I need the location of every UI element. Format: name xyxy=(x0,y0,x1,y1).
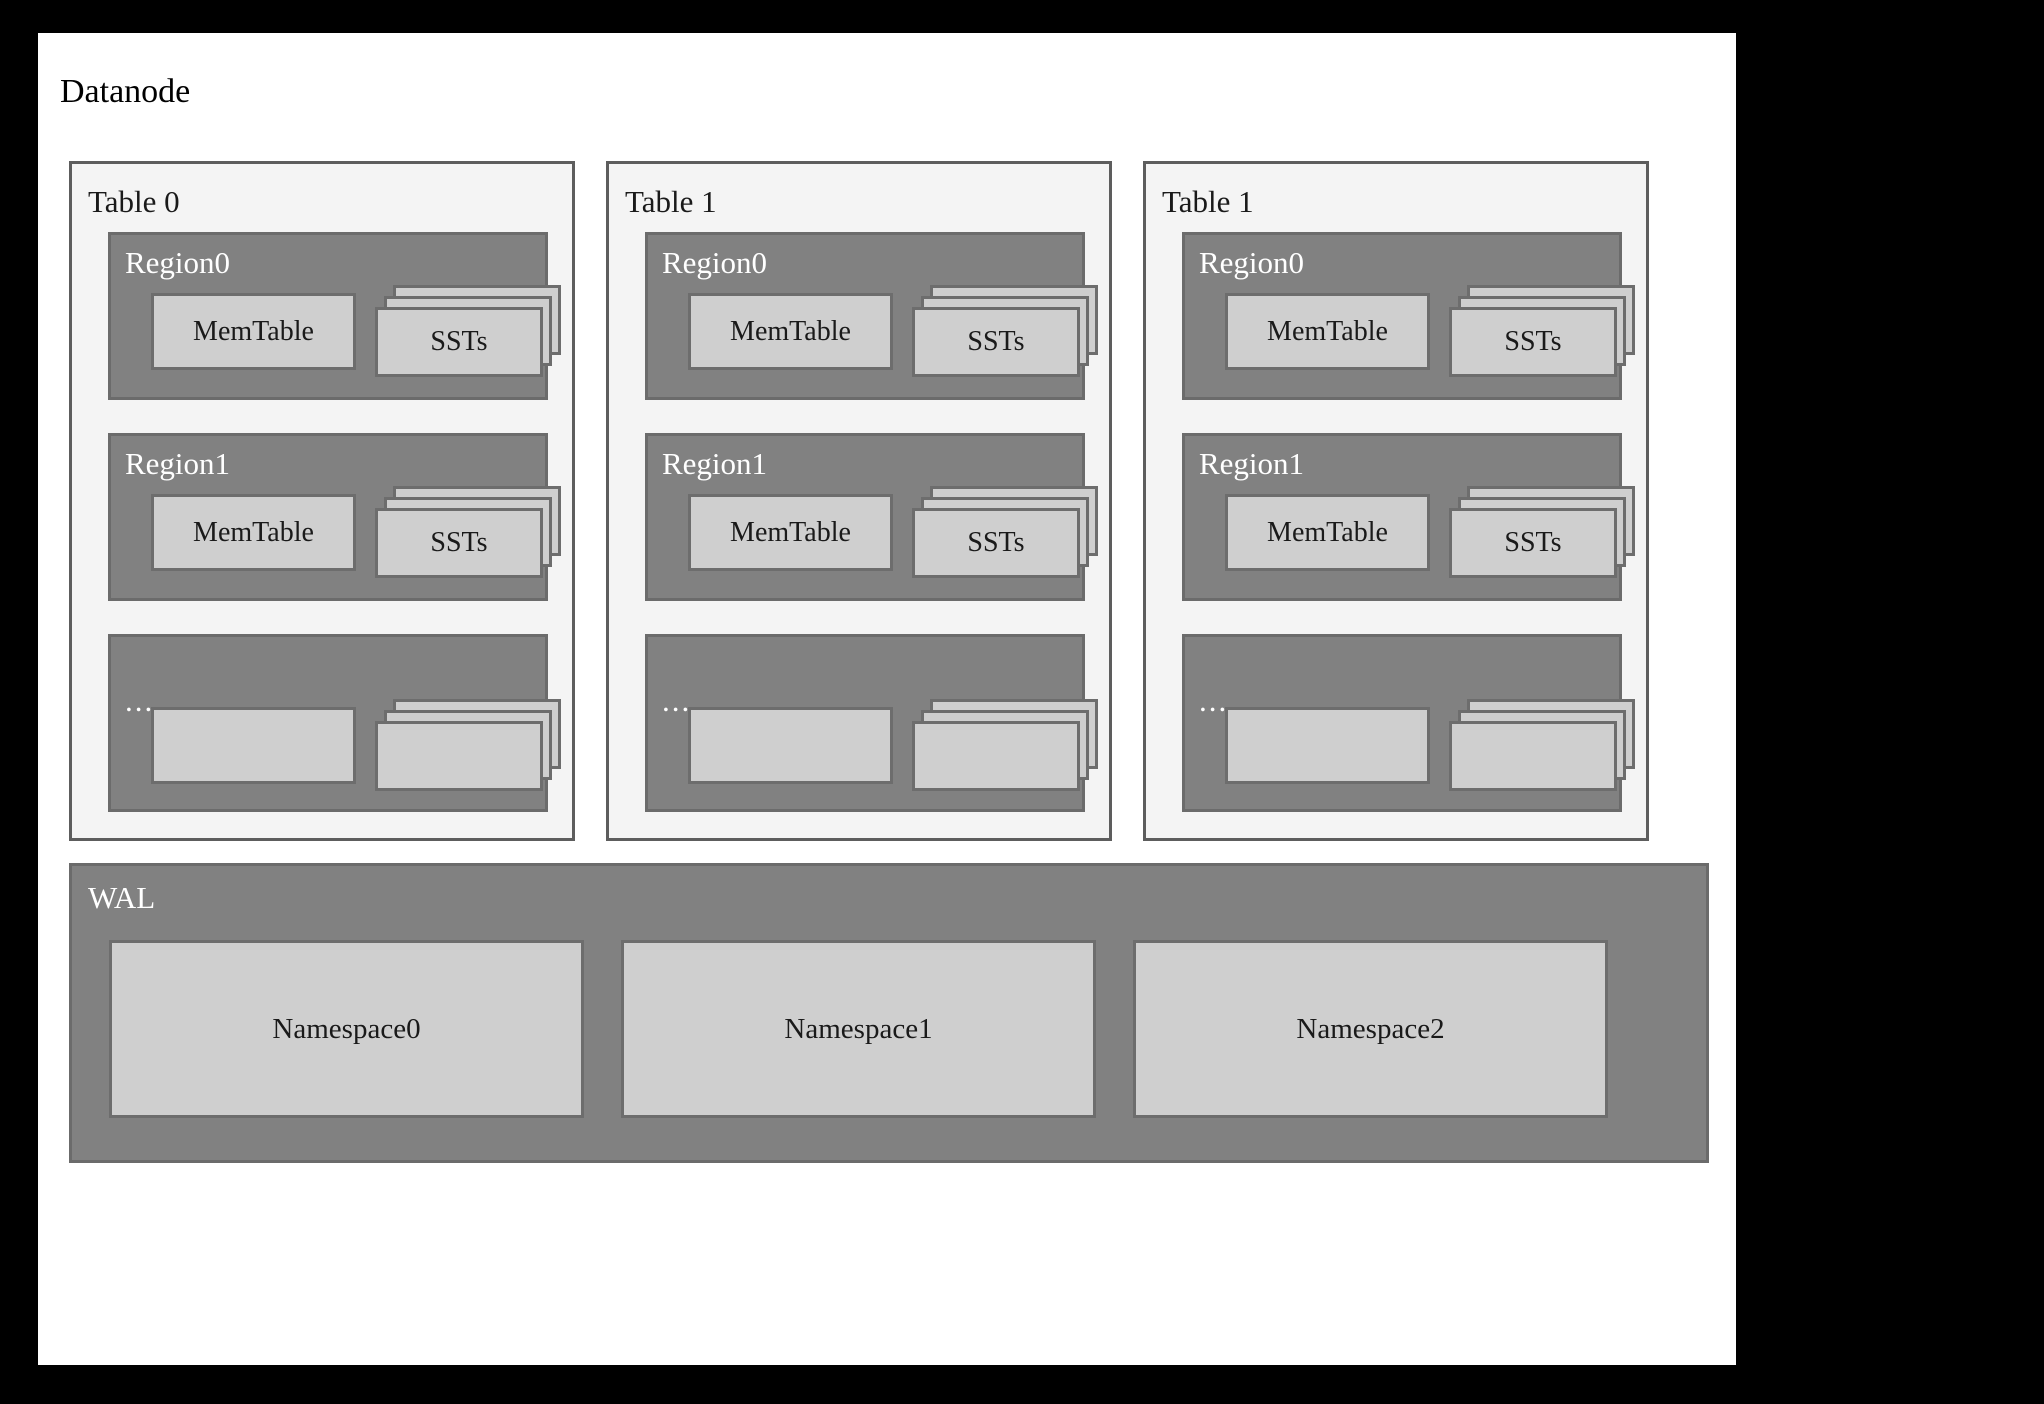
sst-layer-front: SSTs xyxy=(912,307,1080,377)
region-box[interactable]: Region1 MemTable SSTs xyxy=(1182,433,1635,601)
sst-stack[interactable]: SSTs xyxy=(375,285,565,377)
memtable-box-empty[interactable] xyxy=(1225,707,1430,784)
region-box-more[interactable]: ... xyxy=(645,634,1098,812)
sst-stack[interactable]: SSTs xyxy=(912,486,1102,578)
sst-layer-front: SSTs xyxy=(1449,307,1617,377)
region-label: Region1 xyxy=(1199,446,1305,481)
table-panel-0[interactable]: Table 0 Region0 MemTable SSTs Region1 Me… xyxy=(69,161,575,841)
sst-layer-front: SSTs xyxy=(912,508,1080,578)
memtable-box-empty[interactable] xyxy=(688,707,893,784)
sst-stack[interactable]: SSTs xyxy=(1449,486,1639,578)
region-label: Region0 xyxy=(662,245,768,280)
sst-stack[interactable]: SSTs xyxy=(912,285,1102,377)
table-label: Table 0 xyxy=(88,184,180,219)
namespace-box-0[interactable]: Namespace0 xyxy=(109,940,584,1118)
namespace-box-2[interactable]: Namespace2 xyxy=(1133,940,1608,1118)
sst-layer-front xyxy=(375,721,543,791)
table-label: Table 1 xyxy=(1162,184,1254,219)
wal-label: WAL xyxy=(88,880,156,915)
memtable-box[interactable]: MemTable xyxy=(1225,293,1430,370)
namespace-box-1[interactable]: Namespace1 xyxy=(621,940,1096,1118)
memtable-box[interactable]: MemTable xyxy=(1225,494,1430,571)
wal-container[interactable]: WAL Namespace0 Namespace1 Namespace2 xyxy=(69,863,1709,1163)
memtable-box[interactable]: MemTable xyxy=(151,293,356,370)
sst-layer-front: SSTs xyxy=(1449,508,1617,578)
sst-layer-front xyxy=(912,721,1080,791)
sst-stack[interactable]: SSTs xyxy=(375,486,565,578)
sst-layer-front xyxy=(1449,721,1617,791)
region-box-more[interactable]: ... xyxy=(108,634,561,812)
region-box[interactable]: Region0 MemTable SSTs xyxy=(108,232,561,400)
region-box[interactable]: Region0 MemTable SSTs xyxy=(645,232,1098,400)
region-label: Region1 xyxy=(662,446,768,481)
region-box[interactable]: Region1 MemTable SSTs xyxy=(108,433,561,601)
table-panel-2[interactable]: Table 1 Region0 MemTable SSTs Region1 Me… xyxy=(1143,161,1649,841)
sst-stack-empty[interactable] xyxy=(375,699,565,791)
sst-layer-front: SSTs xyxy=(375,508,543,578)
ellipsis-label: ... xyxy=(662,683,692,718)
region-label: Region0 xyxy=(1199,245,1305,280)
ellipsis-label: ... xyxy=(125,683,155,718)
table-panel-1[interactable]: Table 1 Region0 MemTable SSTs Region1 Me… xyxy=(606,161,1112,841)
sst-stack-empty[interactable] xyxy=(1449,699,1639,791)
region-box[interactable]: Region1 MemTable SSTs xyxy=(645,433,1098,601)
memtable-box[interactable]: MemTable xyxy=(151,494,356,571)
region-label: Region1 xyxy=(125,446,231,481)
page-title: Datanode xyxy=(60,73,191,110)
region-box-more[interactable]: ... xyxy=(1182,634,1635,812)
memtable-box[interactable]: MemTable xyxy=(688,293,893,370)
sst-stack-empty[interactable] xyxy=(912,699,1102,791)
diagram-canvas: Datanode Table 0 Region0 MemTable SSTs R… xyxy=(38,33,1736,1365)
memtable-box[interactable]: MemTable xyxy=(688,494,893,571)
sst-layer-front: SSTs xyxy=(375,307,543,377)
region-label: Region0 xyxy=(125,245,231,280)
region-box[interactable]: Region0 MemTable SSTs xyxy=(1182,232,1635,400)
table-label: Table 1 xyxy=(625,184,717,219)
memtable-box-empty[interactable] xyxy=(151,707,356,784)
sst-stack[interactable]: SSTs xyxy=(1449,285,1639,377)
ellipsis-label: ... xyxy=(1199,683,1229,718)
tables-row: Table 0 Region0 MemTable SSTs Region1 Me… xyxy=(69,161,1709,841)
